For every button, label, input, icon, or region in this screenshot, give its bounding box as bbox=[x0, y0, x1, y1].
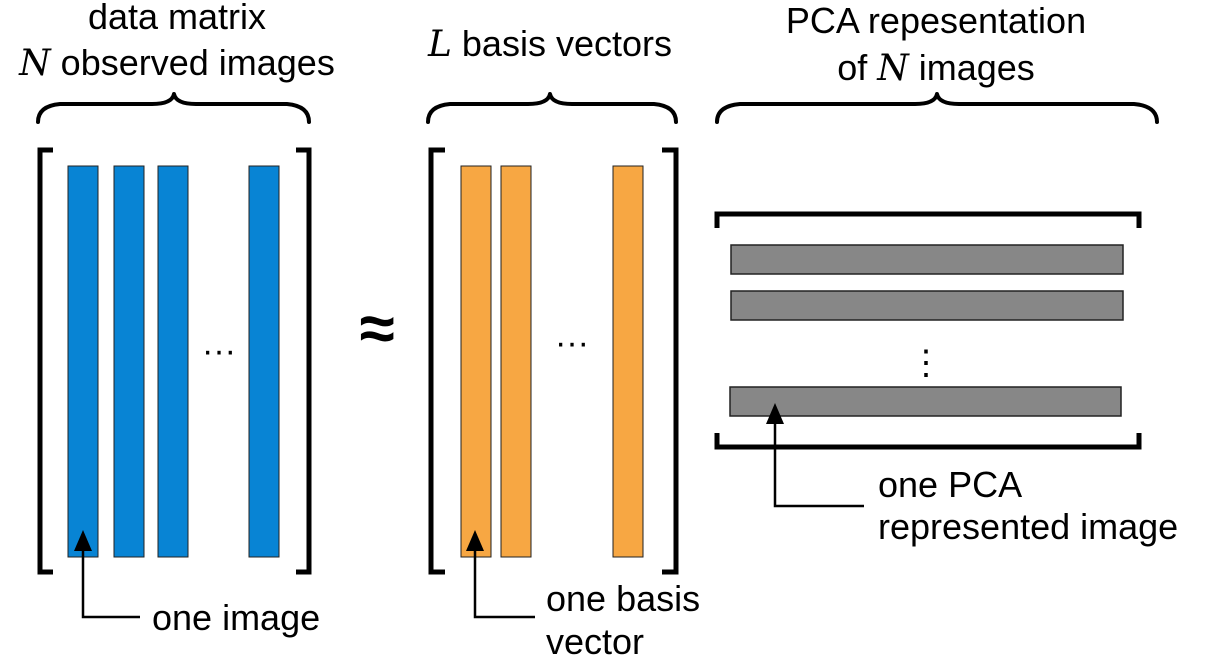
data-matrix-brace bbox=[36, 92, 311, 124]
basis-title: L basis vectors bbox=[427, 23, 672, 65]
image-column bbox=[67, 165, 99, 558]
pca-title-post: images bbox=[909, 47, 1035, 88]
one-basis-vector-label-line2: vector bbox=[546, 621, 644, 661]
approx-symbol: ≈ bbox=[359, 292, 394, 364]
data-matrix-left-bracket bbox=[37, 147, 53, 575]
data-matrix-title-rest: observed images bbox=[51, 42, 335, 83]
data-matrix-title-n-var: N bbox=[18, 43, 52, 84]
data-matrix-title-line1: data matrix bbox=[88, 0, 266, 37]
image-column bbox=[157, 165, 189, 558]
basis-title-rest: basis vectors bbox=[452, 23, 672, 64]
basis-left-bracket bbox=[428, 147, 445, 575]
basis-ellipsis: ··· bbox=[555, 324, 589, 362]
pca-row bbox=[730, 290, 1124, 321]
basis-title-l-var: L bbox=[427, 24, 452, 65]
one-image-label: one image bbox=[152, 597, 320, 638]
basis-right-bracket bbox=[662, 147, 679, 575]
one-basis-vector-arrow-head bbox=[466, 530, 484, 551]
one-pca-image-label-line2: represented image bbox=[878, 506, 1178, 547]
pca-title-line2: of N images bbox=[837, 47, 1035, 89]
pca-row bbox=[730, 244, 1124, 275]
pca-bottom-bracket bbox=[714, 433, 1142, 450]
pca-row bbox=[729, 386, 1122, 417]
one-pca-image-arrow-line bbox=[773, 424, 864, 508]
pca-brace bbox=[715, 92, 1159, 124]
pca-top-bracket bbox=[714, 211, 1142, 228]
image-column bbox=[248, 165, 280, 558]
pca-vertical-ellipsis: ⋮ bbox=[909, 344, 943, 382]
pca-title-pre: of bbox=[837, 47, 877, 88]
basis-column bbox=[460, 165, 492, 558]
pca-title-n-var: N bbox=[876, 48, 910, 89]
data-matrix-right-bracket bbox=[296, 147, 312, 575]
data-matrix-title-line2: N observed images bbox=[18, 42, 335, 84]
basis-column bbox=[500, 165, 532, 558]
image-column bbox=[113, 165, 145, 558]
one-pca-image-arrow-head bbox=[766, 403, 784, 424]
one-pca-image-label-line1: one PCA bbox=[878, 464, 1022, 505]
basis-column bbox=[612, 165, 644, 558]
one-basis-vector-label-line1: one basis bbox=[546, 578, 700, 619]
data-matrix-ellipsis: ··· bbox=[202, 332, 236, 370]
pca-title-line1: PCA repesentation bbox=[786, 0, 1086, 41]
basis-brace bbox=[426, 92, 678, 124]
one-basis-vector-arrow-line bbox=[473, 551, 535, 619]
one-image-arrow-head bbox=[74, 530, 92, 551]
one-image-arrow-line bbox=[81, 551, 140, 619]
